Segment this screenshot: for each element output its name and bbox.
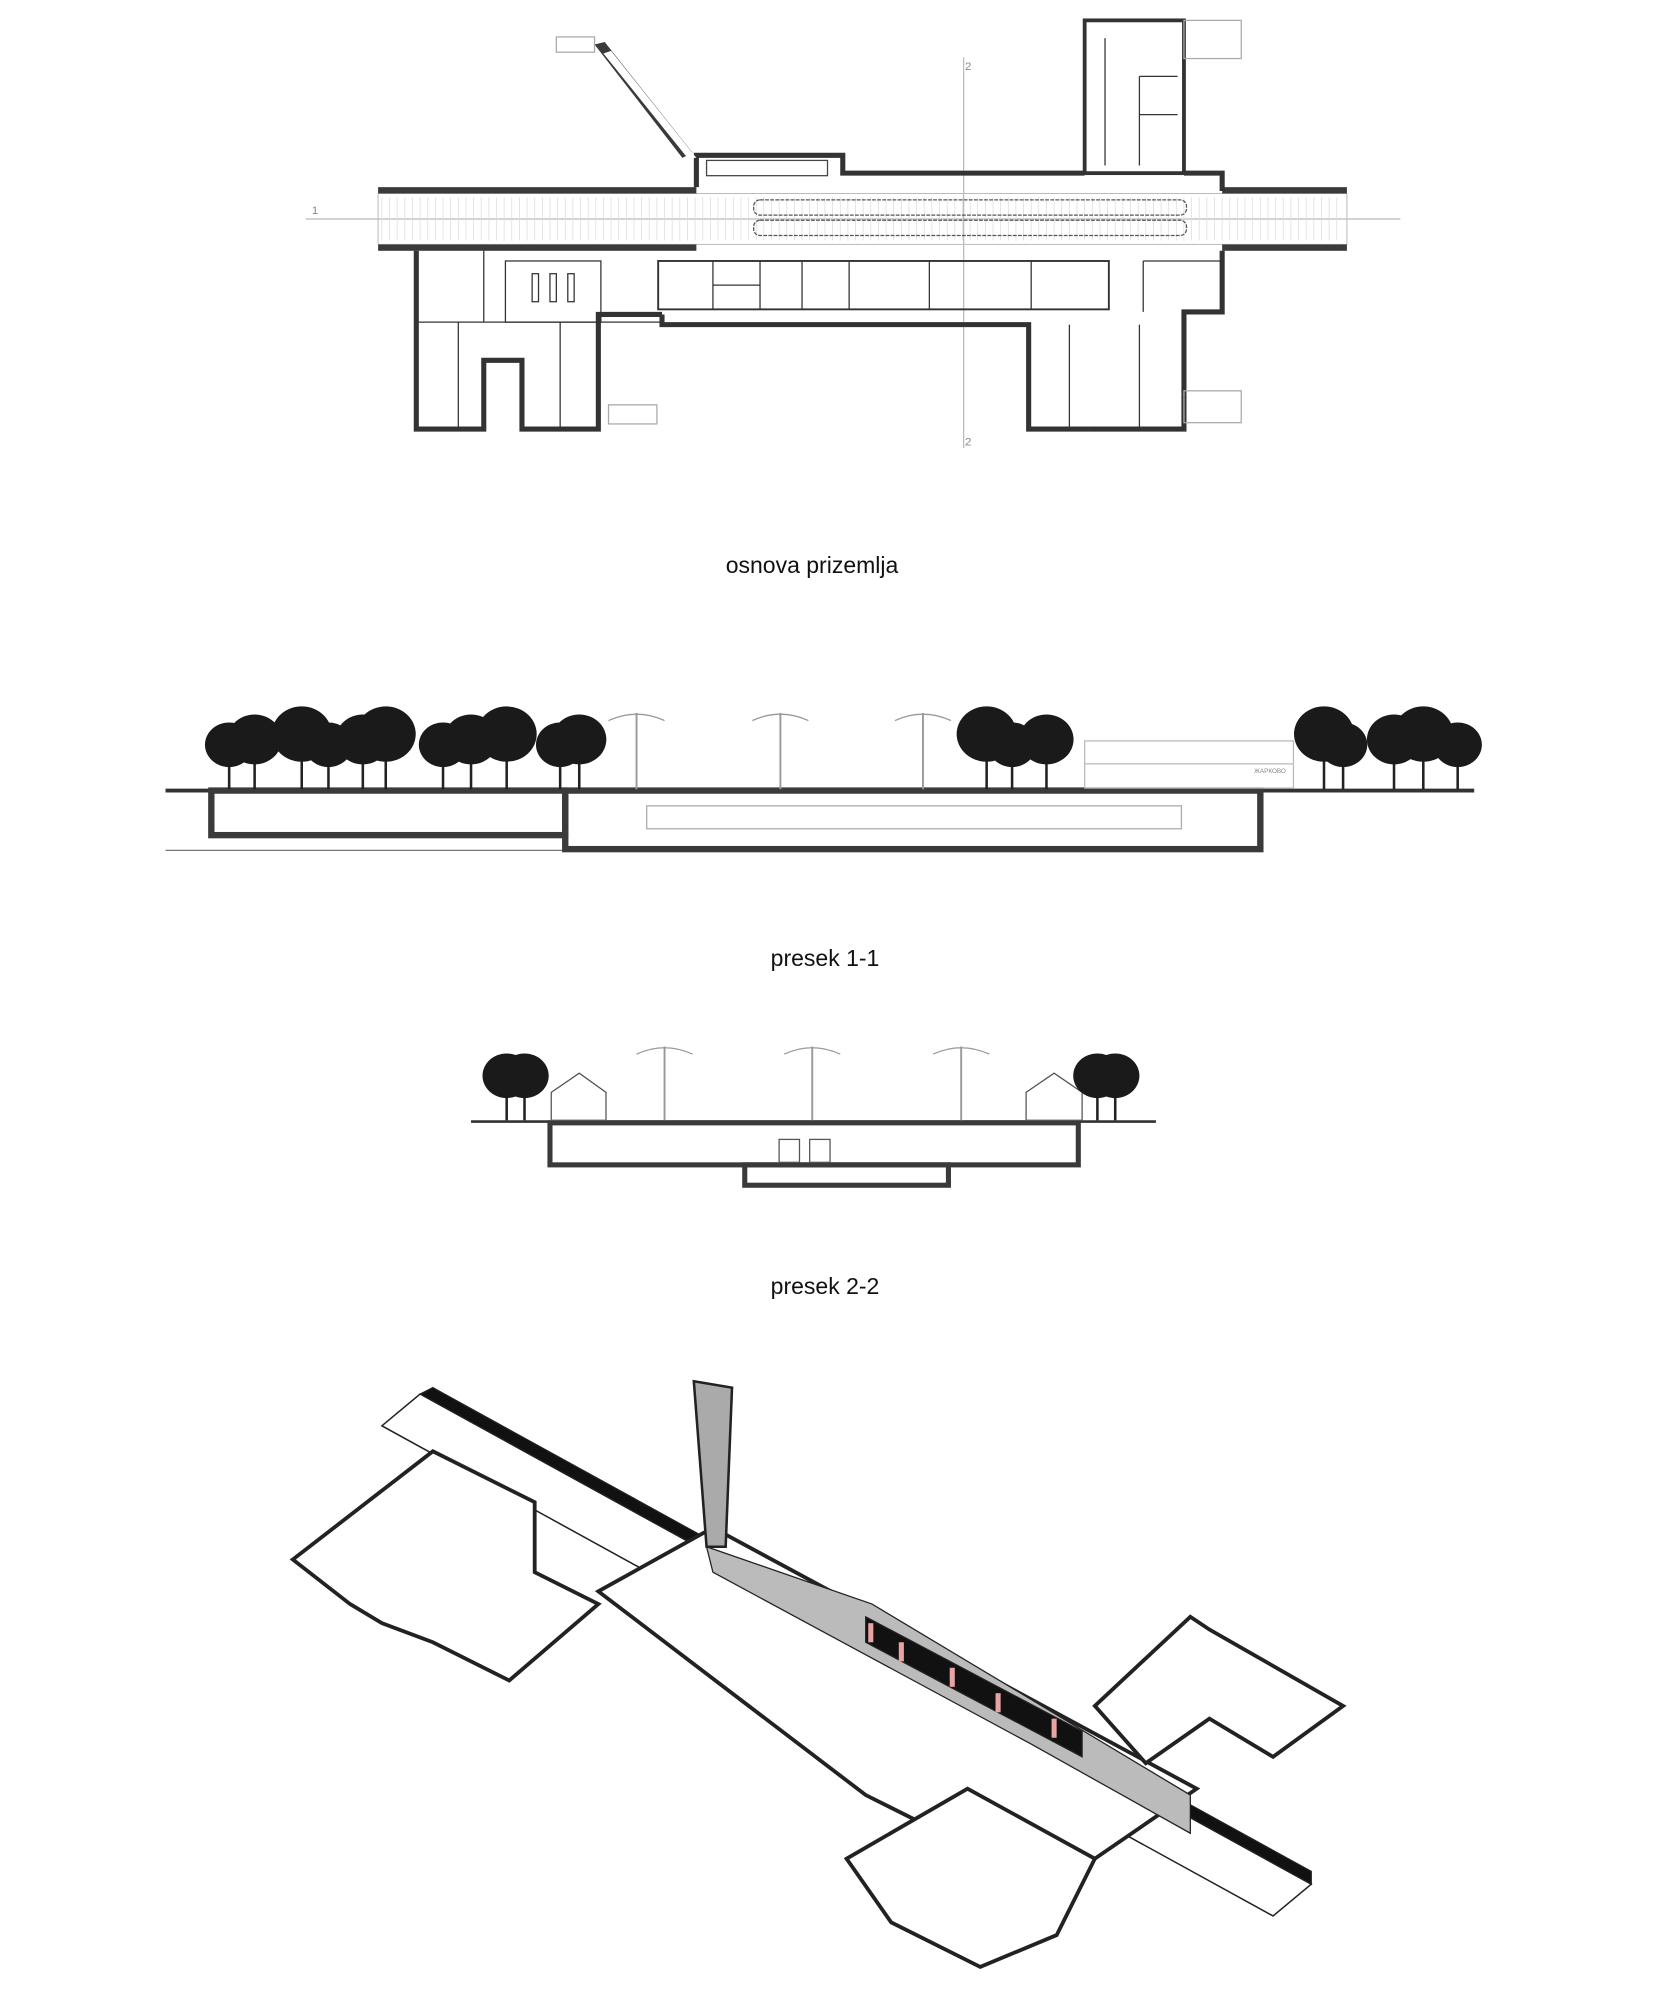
street-lamp-icon [894,712,952,790]
tree-icon [227,714,282,790]
street-lamps [636,1046,990,1121]
tree-icon [1318,722,1368,790]
street-lamp-icon [783,1046,841,1121]
entrance-pavilion-left [550,1072,607,1121]
axis-2-bottom-label: 2 [965,437,971,449]
axo-accent-panels [868,1623,1057,1738]
plan-title: osnova prizemlja [725,552,899,578]
tree-icon [476,706,537,790]
train-elevation [646,805,1183,830]
section-2-title: presek 2-2 [770,1273,880,1299]
tree-icon [1019,714,1074,790]
track-ties [381,197,1338,241]
wall [378,187,697,194]
axo-south-entrance [843,1786,1098,1969]
service-rooms [657,260,1110,311]
train-top [753,199,1188,216]
train-bottom [753,219,1188,237]
entrance-tower-north [1082,18,1186,176]
tree-icon [1091,1053,1140,1121]
track-band [377,192,1348,245]
section-1-1: ЖАРКОВО [165,706,1482,853]
station-box [562,787,1264,853]
trees [482,1053,1140,1121]
street-lamp-icon [932,1046,990,1121]
station-sign: ЖАРКОВО [1254,768,1286,775]
section-1-title: presek 1-1 [770,945,880,971]
tree-icon [552,714,607,790]
tree-icon [1433,722,1482,790]
section-2-2 [471,1046,1156,1188]
street-lamp-icon [752,712,809,790]
axis-2-top-label: 2 [965,61,971,73]
station-cross-section [547,1120,1081,1168]
axonometric-view [289,1379,1347,1969]
entrance-pavilion-right [1025,1072,1083,1121]
axis-1-label: 1 [312,205,318,217]
room [504,260,602,323]
axo-north-entrance [1092,1614,1347,1766]
axo-platform [705,1545,1191,1835]
axo-left-wing [289,1449,602,1683]
ground-floor-plan: 1 2 2 [305,18,1401,449]
tree-icon [500,1053,549,1121]
street-lamp-icon [608,712,665,790]
underground-passage [208,787,569,839]
axo-stair-ramp [692,1379,734,1549]
trees [204,706,1482,790]
street-lamps [608,712,952,790]
tree-icon [355,706,416,790]
street-lamp-icon [636,1046,693,1121]
